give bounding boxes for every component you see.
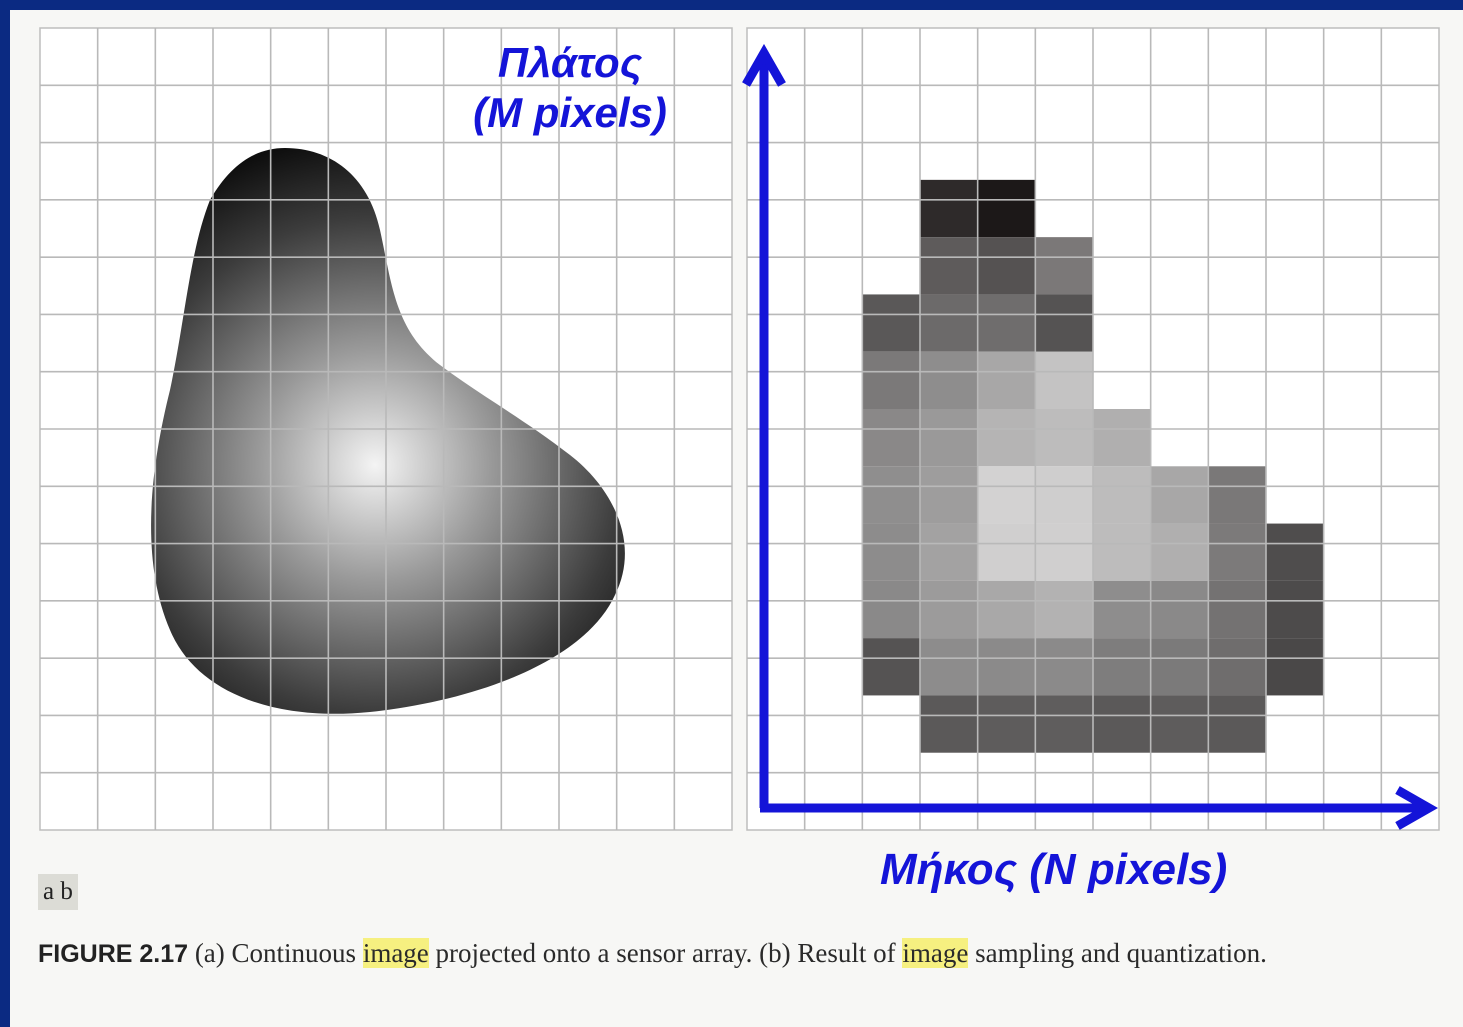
panel-tags: a b <box>38 874 78 910</box>
quantized-pixel <box>1266 524 1324 581</box>
quantized-pixel <box>978 695 1036 752</box>
quantized-pixel <box>1035 524 1093 581</box>
quantized-pixel <box>978 581 1036 638</box>
figure-caption: FIGURE 2.17 (a) Continuous image project… <box>38 934 1448 973</box>
quantized-pixel <box>1266 581 1324 638</box>
quantized-pixel <box>920 524 978 581</box>
quantized-pixel <box>1208 695 1266 752</box>
quantized-pixel <box>1035 294 1093 351</box>
quantized-pixel <box>1035 581 1093 638</box>
figure-number: FIGURE 2.17 <box>38 940 188 968</box>
quantized-pixel <box>862 352 920 409</box>
quantized-pixel <box>978 524 1036 581</box>
quantized-pixel <box>1151 524 1209 581</box>
quantized-pixel <box>1151 695 1209 752</box>
quantized-pixel <box>862 466 920 523</box>
quantized-pixel <box>920 695 978 752</box>
quantized-pixel <box>1035 638 1093 695</box>
quantized-pixel <box>920 352 978 409</box>
quantized-pixel <box>1035 695 1093 752</box>
quantized-pixel <box>1208 524 1266 581</box>
quantized-pixel <box>1151 638 1209 695</box>
quantized-pixel <box>1093 695 1151 752</box>
caption-text-1: (a) Continuous <box>195 938 356 968</box>
amplitude-label-line2: (M pixels) <box>425 88 715 138</box>
quantized-pixel <box>1093 638 1151 695</box>
quantized-pixel <box>978 352 1036 409</box>
quantized-pixel <box>1035 466 1093 523</box>
caption-highlight-2: image <box>902 938 968 968</box>
caption-text-2: projected onto a sensor array. (b) Resul… <box>436 938 896 968</box>
quantized-pixel <box>920 237 978 294</box>
quantized-pixel <box>920 409 978 466</box>
quantized-pixel <box>862 524 920 581</box>
quantized-pixel <box>1151 466 1209 523</box>
quantized-pixel <box>1093 466 1151 523</box>
quantized-pixel <box>862 294 920 351</box>
quantized-pixel <box>1266 638 1324 695</box>
quantized-pixel <box>978 180 1036 237</box>
quantized-pixel <box>920 581 978 638</box>
quantized-pixel <box>862 581 920 638</box>
quantized-pixel <box>920 294 978 351</box>
quantized-pixel <box>1035 352 1093 409</box>
quantized-pixel <box>978 237 1036 294</box>
quantized-pixel <box>1208 638 1266 695</box>
quantized-pixel <box>920 466 978 523</box>
quantized-pixel <box>1093 581 1151 638</box>
caption-text-3: sampling and quantization. <box>975 938 1267 968</box>
quantized-pixel <box>920 638 978 695</box>
length-label: Μήκος (N pixels) <box>880 842 1227 898</box>
quantized-pixel <box>1035 237 1093 294</box>
quantized-pixel <box>920 180 978 237</box>
quantized-pixel <box>978 294 1036 351</box>
quantized-pixel <box>1208 581 1266 638</box>
quantized-pixel <box>1093 524 1151 581</box>
quantized-pixel <box>1151 581 1209 638</box>
amplitude-label-line1: Πλάτος <box>425 38 715 88</box>
amplitude-label: Πλάτος (M pixels) <box>425 38 715 138</box>
quantized-pixel <box>862 409 920 466</box>
quantized-pixel <box>1093 409 1151 466</box>
quantized-pixel <box>862 638 920 695</box>
quantized-pixel <box>1035 409 1093 466</box>
quantized-pixel <box>1208 466 1266 523</box>
caption-highlight-1: image <box>363 938 429 968</box>
quantized-pixel <box>978 466 1036 523</box>
quantized-pixel <box>978 638 1036 695</box>
quantized-pixel <box>978 409 1036 466</box>
